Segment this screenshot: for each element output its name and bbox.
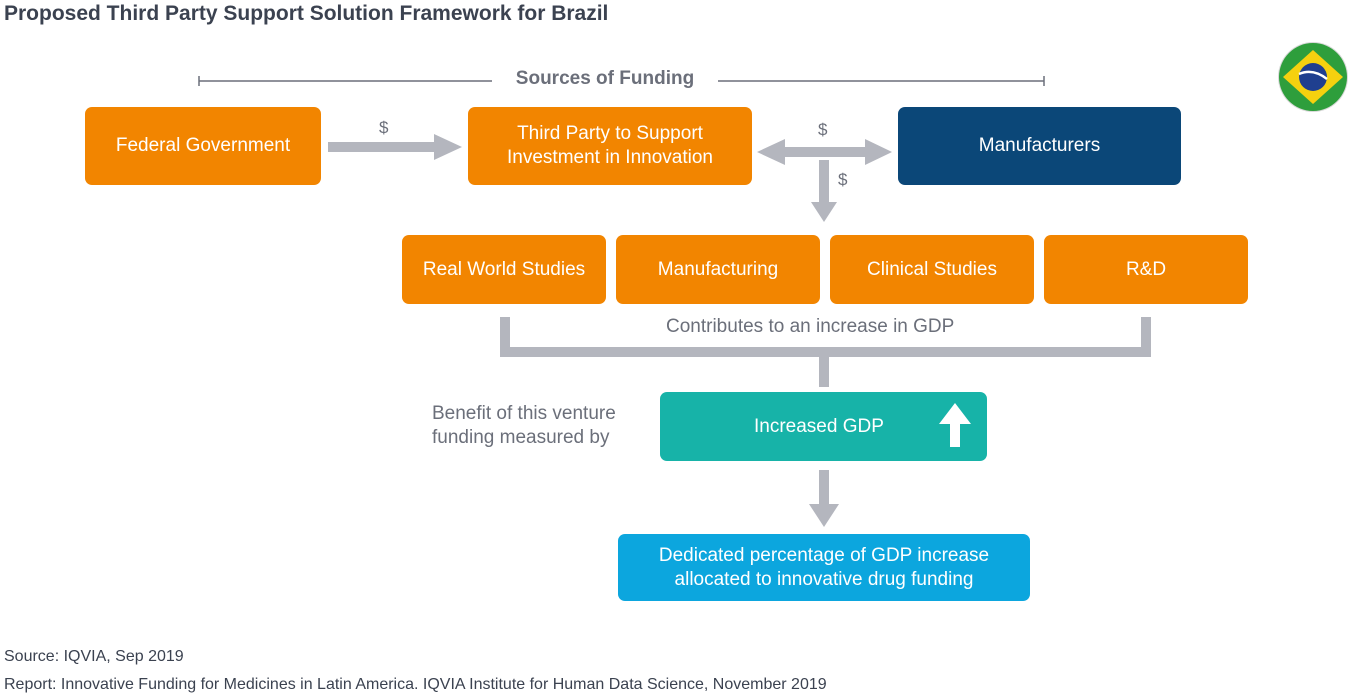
funding-heading: Sources of Funding (515, 68, 695, 89)
source-footnote: Source: IQVIA, Sep 2019 (4, 648, 184, 665)
activities-bracket (500, 317, 1151, 387)
manufacturing-label: Manufacturing (657, 258, 779, 280)
arrow-federal-to-third-party (328, 134, 462, 160)
arrow-down-to-dedicated (809, 470, 839, 527)
page-title: Proposed Third Party Support Solution Fr… (4, 2, 609, 25)
third-party-box: Third Party to Support Investment in Inn… (468, 107, 752, 185)
money-label-activities: $ (838, 170, 848, 189)
clinical-studies-box: Clinical Studies (830, 235, 1034, 304)
arrow-down-to-activities (811, 160, 837, 222)
manufacturers-box: Manufacturers (898, 107, 1181, 185)
clinical-studies-label: Clinical Studies (867, 258, 997, 280)
money-label-federal: $ (379, 118, 389, 137)
dedicated-percentage-box: Dedicated percentage of GDP increase all… (618, 534, 1030, 601)
increased-gdp-box: Increased GDP (660, 392, 987, 461)
report-footnote: Report: Innovative Funding for Medicines… (4, 676, 827, 693)
federal-government-label: Federal Government (115, 135, 291, 156)
contributes-label: Contributes to an increase in GDP (666, 316, 955, 337)
third-party-label: Third Party to Support Investment in Inn… (507, 123, 713, 168)
federal-government-box: Federal Government (85, 107, 321, 185)
rd-box: R&D (1044, 235, 1248, 304)
benefit-label: Benefit of this venture funding measured… (432, 403, 616, 448)
dedicated-percentage-label: Dedicated percentage of GDP increase all… (658, 544, 990, 590)
brazil-flag-icon (1278, 42, 1348, 112)
real-world-studies-label: Real World Studies (422, 258, 586, 280)
money-label-manufacturers: $ (818, 120, 828, 139)
manufacturing-box: Manufacturing (616, 235, 820, 304)
manufacturers-label: Manufacturers (978, 135, 1101, 156)
funding-bracket (198, 76, 1045, 86)
rd-label: R&D (1125, 258, 1167, 280)
arrow-third-party-manufacturers (757, 139, 892, 165)
up-arrow-icon (939, 403, 971, 447)
real-world-studies-box: Real World Studies (402, 235, 606, 304)
increased-gdp-label: Increased GDP (754, 415, 884, 437)
